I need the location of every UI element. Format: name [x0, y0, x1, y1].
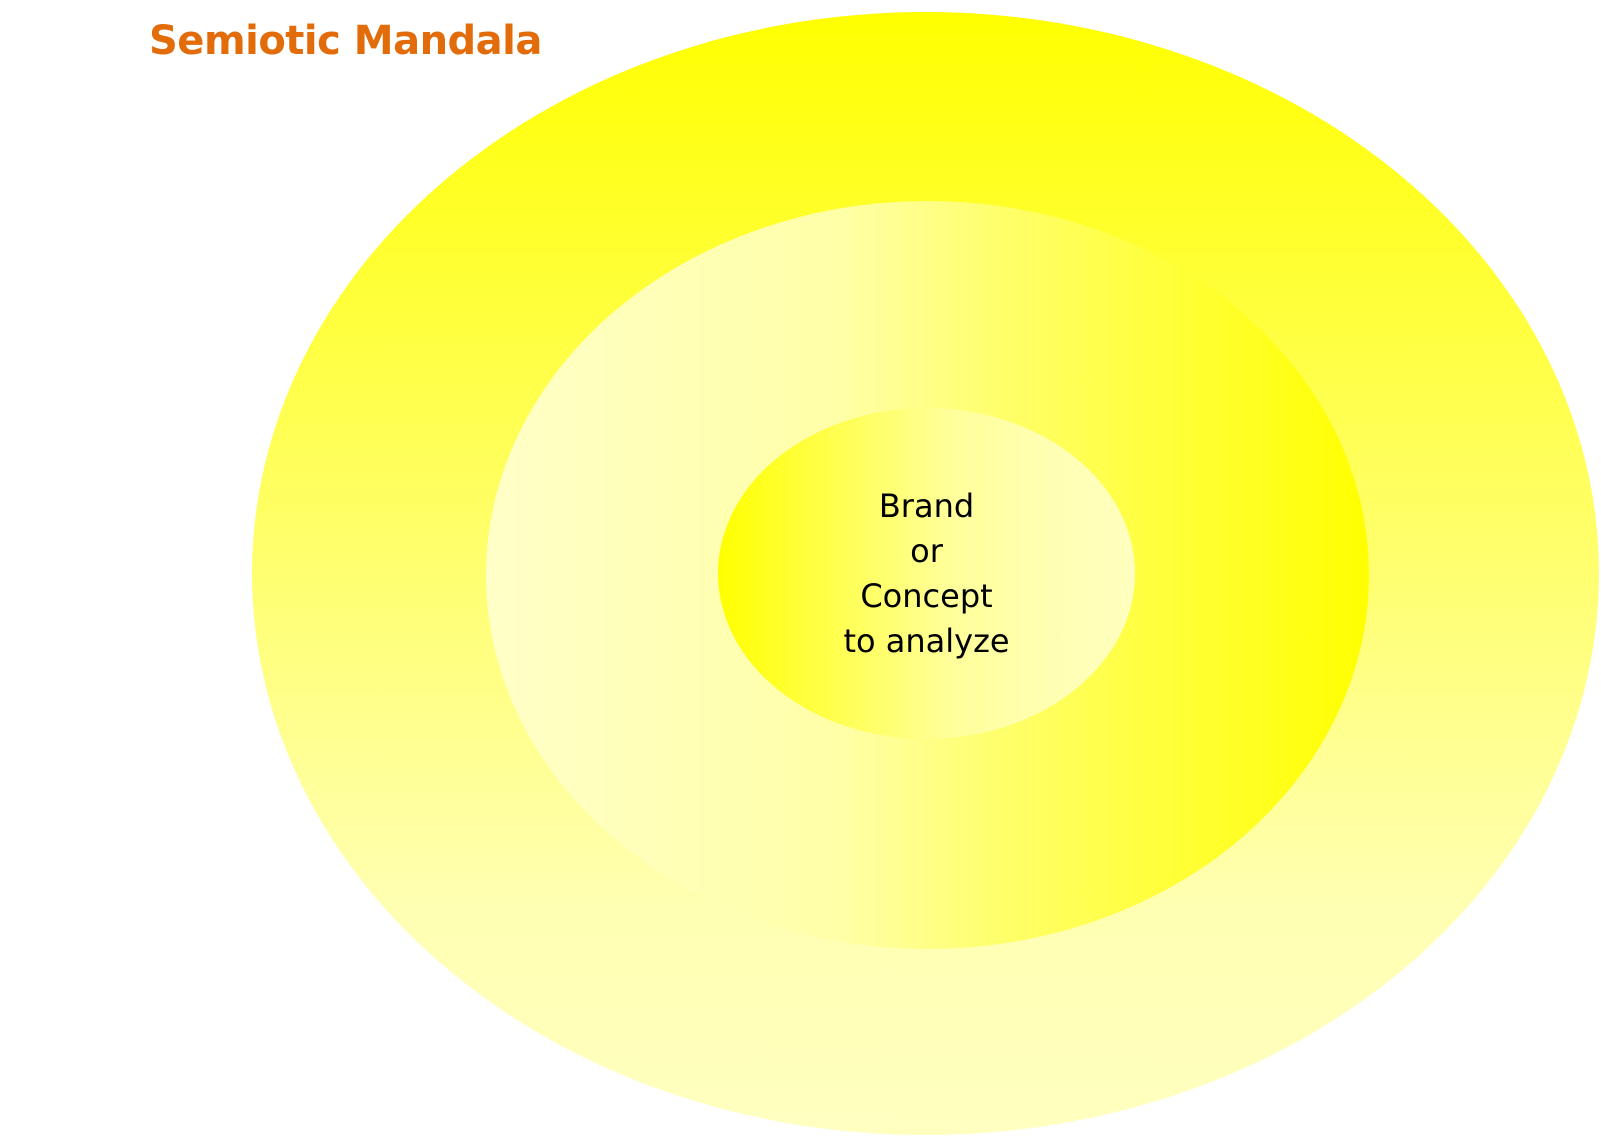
center-label: Brand or Concept to analyze [718, 408, 1135, 739]
page-title: Semiotic Mandala [149, 18, 542, 64]
center-label-line: Brand [878, 486, 975, 525]
center-label-line: Concept [860, 576, 993, 615]
inner-ring [718, 408, 1135, 739]
center-label-line: or [910, 531, 943, 570]
center-label-line: to analyze [843, 621, 1010, 660]
